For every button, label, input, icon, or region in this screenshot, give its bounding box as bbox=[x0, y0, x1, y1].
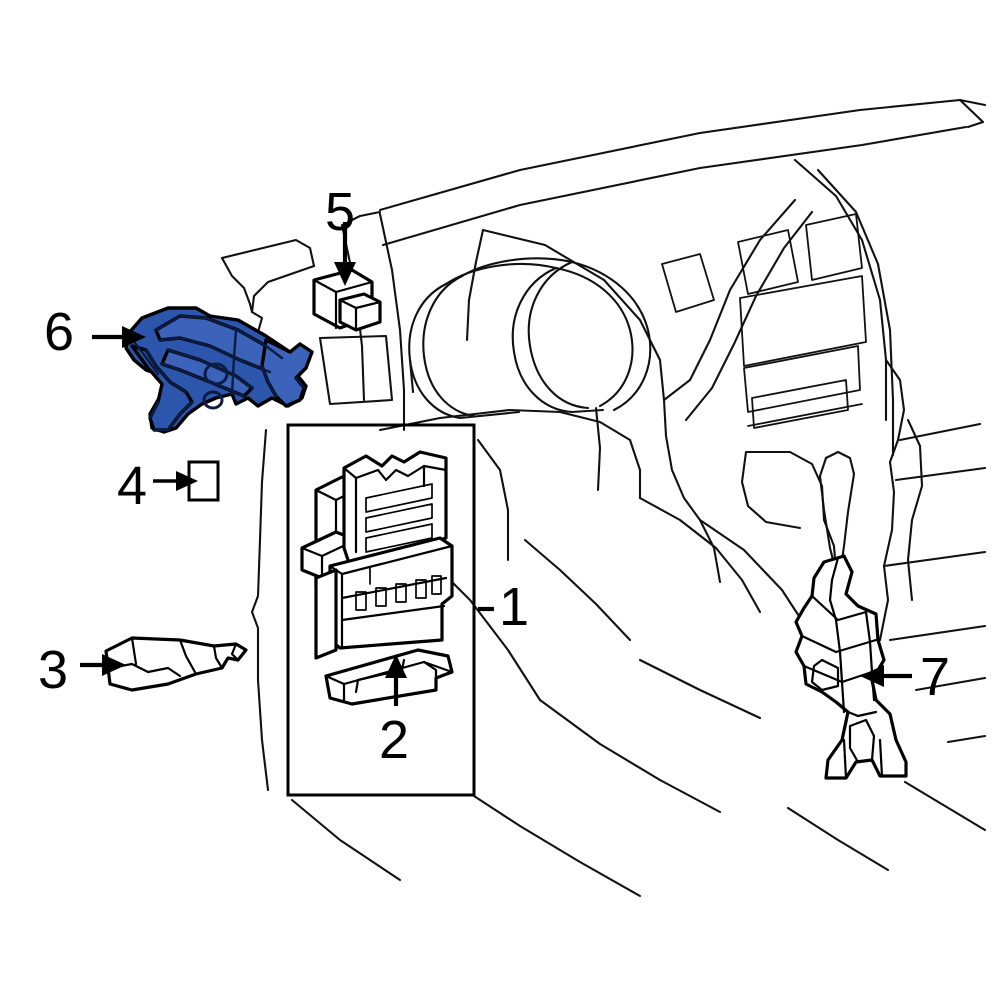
callout-label-1: 1 bbox=[499, 577, 530, 637]
part-5-relay-block bbox=[312, 268, 382, 332]
callout-label-3: 3 bbox=[38, 640, 69, 700]
callout-label-6: 6 bbox=[44, 302, 75, 362]
arrow-head-7 bbox=[860, 665, 884, 687]
callout-label-5: 5 bbox=[325, 182, 356, 242]
arrow-head-2 bbox=[385, 654, 407, 678]
arrow-head-3 bbox=[102, 654, 126, 676]
callout-label-7: 7 bbox=[920, 647, 951, 707]
part-3-bracket bbox=[104, 636, 248, 692]
dashboard-background bbox=[220, 98, 987, 898]
arrow-head-6 bbox=[122, 326, 146, 348]
arrow-head-5 bbox=[334, 262, 356, 286]
callout-label-4: 4 bbox=[117, 456, 148, 516]
arrow-head-4 bbox=[176, 471, 198, 491]
part-1-junction-block bbox=[300, 450, 454, 660]
detail-frame bbox=[286, 423, 476, 797]
part-7-cowl-bracket bbox=[794, 554, 908, 780]
callout-label-2: 2 bbox=[379, 710, 410, 770]
callout-leaders bbox=[80, 222, 912, 706]
part-6-reinforcement-brace bbox=[124, 306, 314, 434]
